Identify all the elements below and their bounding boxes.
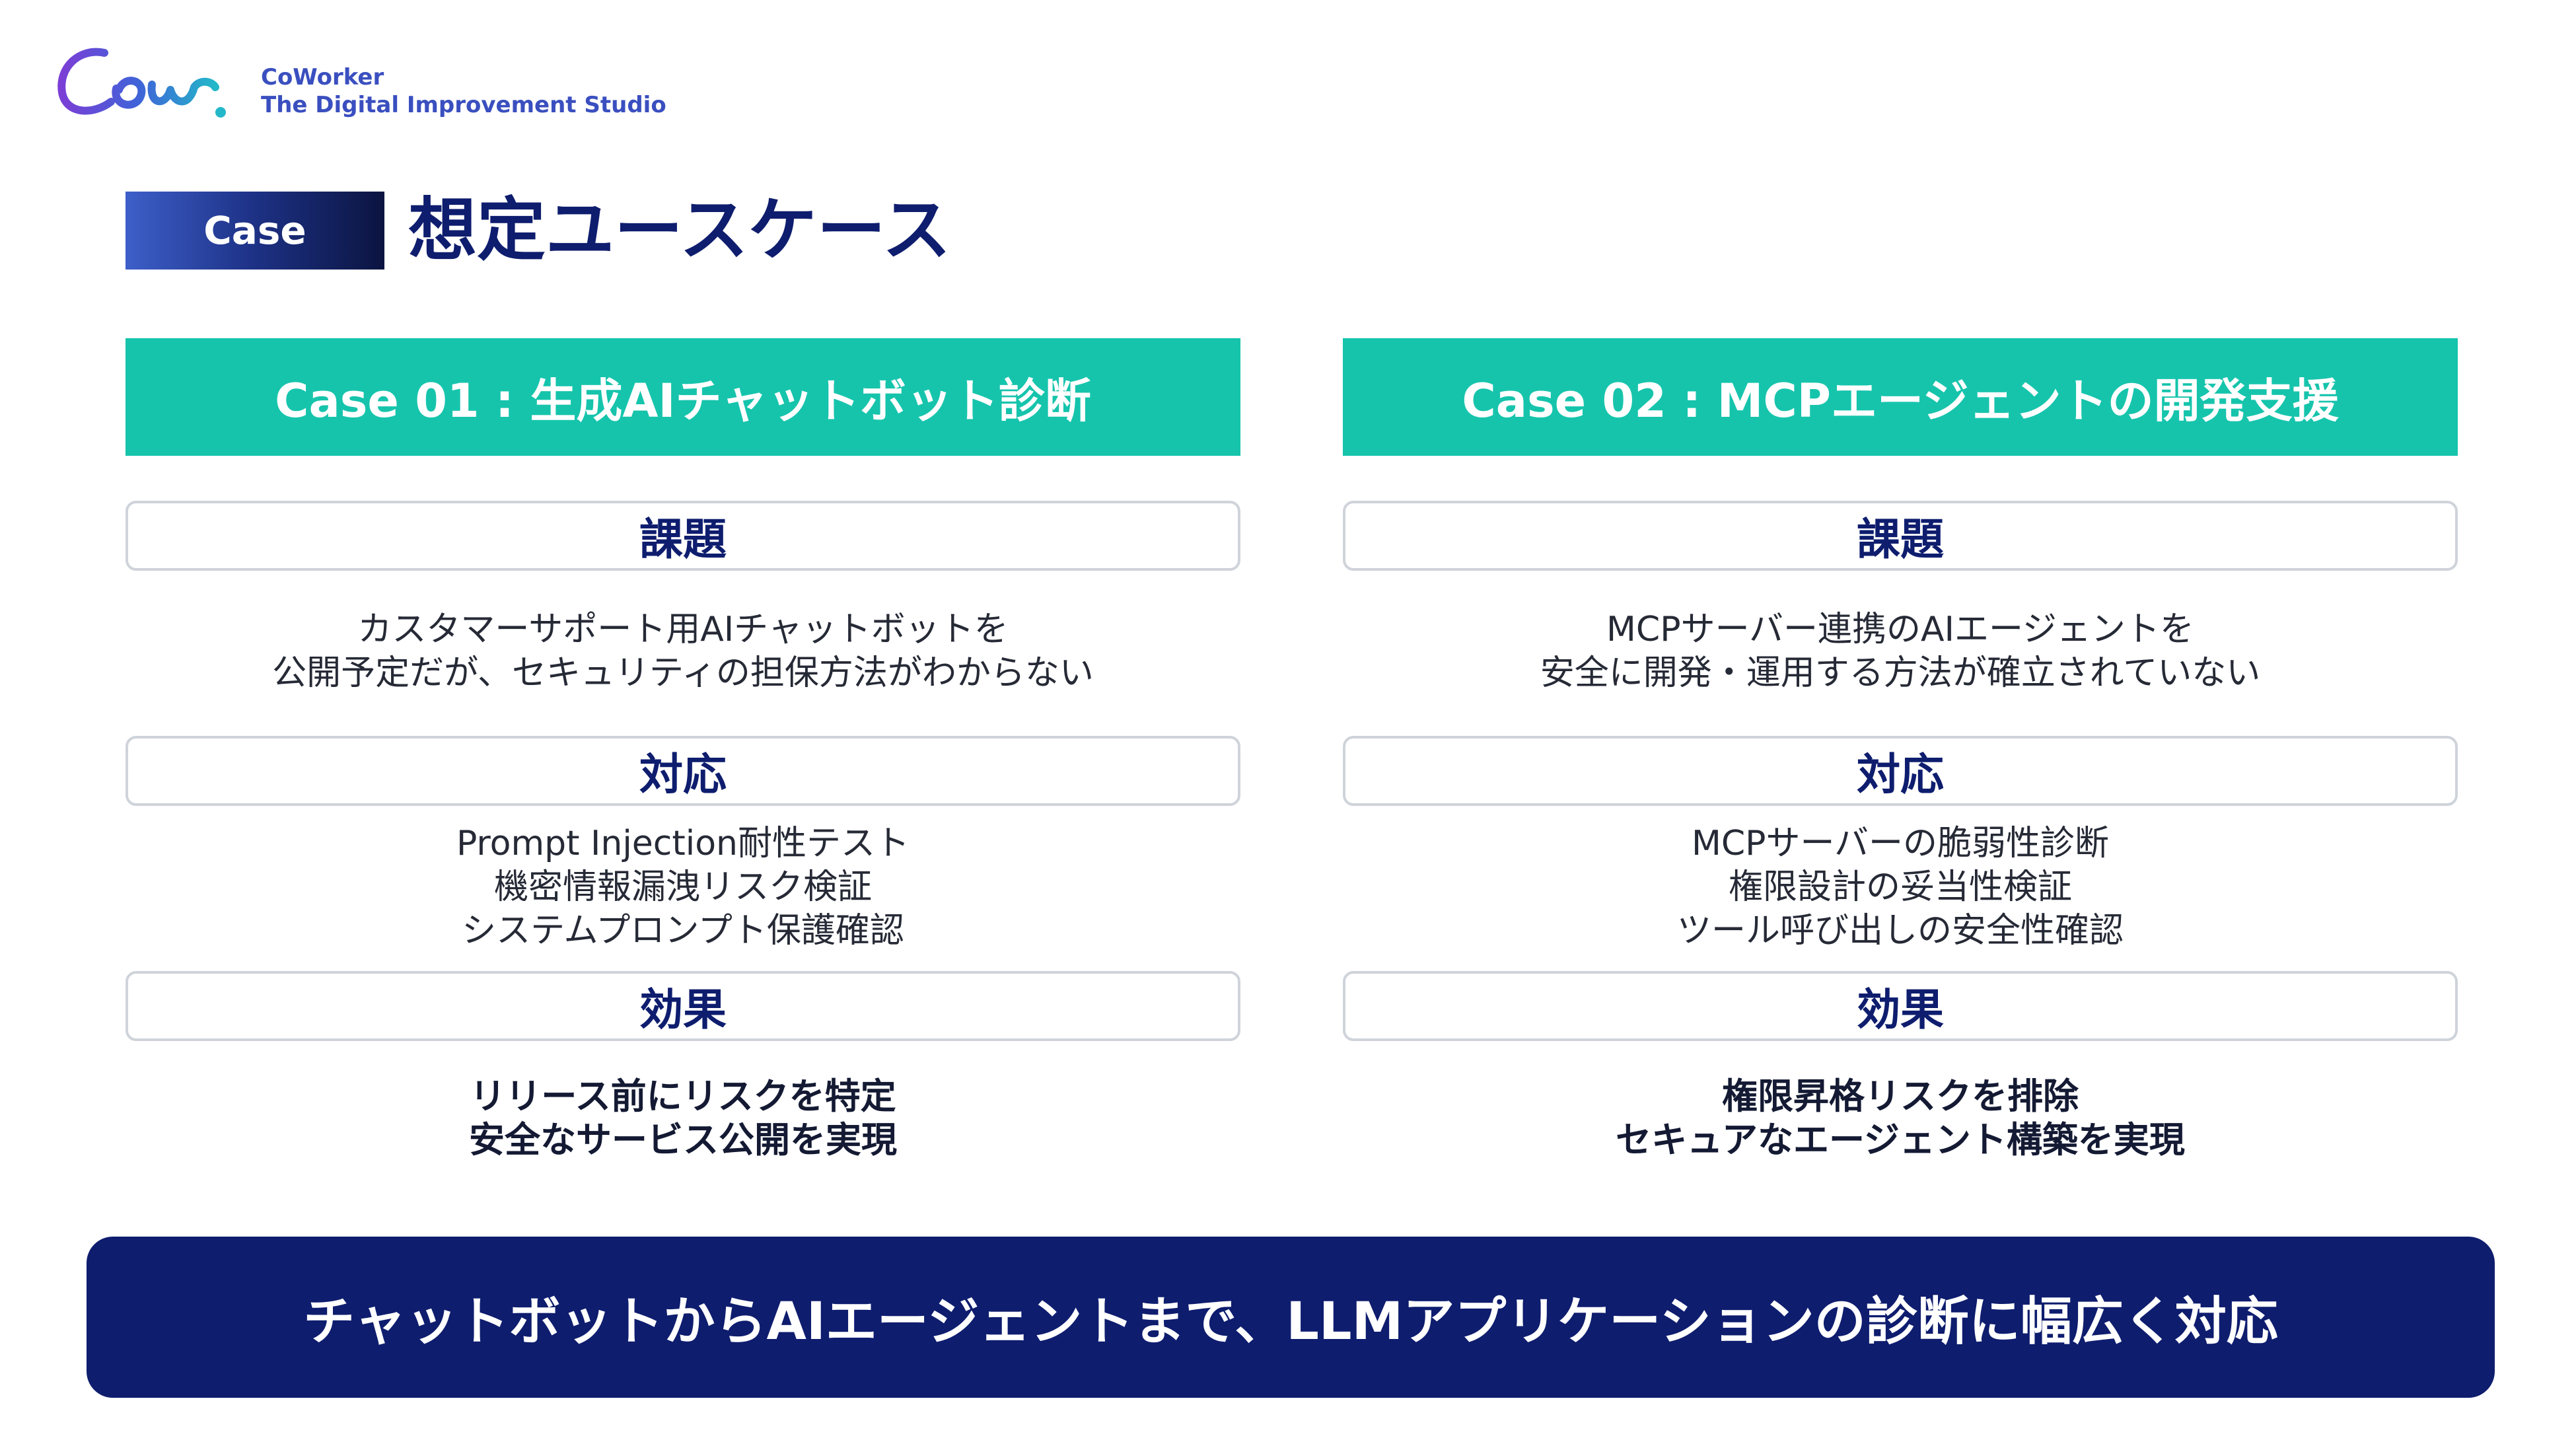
case-02-effect-text: 権限昇格リスクを排除 セキュアなエージェント構築を実現 xyxy=(1343,1075,2458,1162)
brand-text: CoWorker The Digital Improvement Studio xyxy=(261,63,666,119)
case-01-effect-text: リリース前にリスクを特定 安全なサービス公開を実現 xyxy=(125,1075,1240,1162)
case-02-issue-line: 安全に開発・運用する方法が確立されていない xyxy=(1540,653,2261,693)
case-01-issue-text: カスタマーサポート用AIチャットボットを 公開予定だが、セキュリティの担保方法が… xyxy=(125,608,1240,695)
summary-banner: チャットボットからAIエージェントまで、LLMアプリケーションの診断に幅広く対応 xyxy=(87,1237,2495,1398)
brand-tagline: The Digital Improvement Studio xyxy=(261,92,666,118)
case-01-action-line: Prompt Injection耐性テスト xyxy=(456,824,910,863)
case-02-header: Case 02 : MCPエージェントの開発支援 xyxy=(1343,338,2458,456)
case-01-issue-line: カスタマーサポート用AIチャットボットを xyxy=(357,610,1009,649)
case-02-issue-text: MCPサーバー連携のAIエージェントを 安全に開発・運用する方法が確立されていな… xyxy=(1343,608,2458,695)
case-01-action-label: 対応 xyxy=(125,736,1240,806)
case-02-effect-line: セキュアなエージェント構築を実現 xyxy=(1616,1119,2185,1161)
case-01-action-line: システムプロンプト保護確認 xyxy=(462,911,904,951)
case-01-effect-line: 安全なサービス公開を実現 xyxy=(469,1119,897,1161)
case-02-action-line: 権限設計の妥当性検証 xyxy=(1728,867,2072,907)
case-02-action-text: MCPサーバーの脆弱性診断 権限設計の妥当性検証 ツール呼び出しの安全性確認 xyxy=(1343,822,2458,953)
case-02-effect-label: 効果 xyxy=(1343,971,2458,1041)
case-01-issue-line: 公開予定だが、セキュリティの担保方法がわからない xyxy=(272,653,1094,693)
case-01-action-line: 機密情報漏洩リスク検証 xyxy=(493,867,872,907)
brand-logo xyxy=(53,41,251,127)
case-01-header: Case 01 : 生成AIチャットボット診断 xyxy=(125,338,1240,456)
case-02-action-label: 対応 xyxy=(1343,736,2458,806)
case-01-action-text: Prompt Injection耐性テスト 機密情報漏洩リスク検証 システムプロ… xyxy=(125,822,1240,953)
brand-name: CoWorker xyxy=(261,64,384,90)
case-02-issue-label: 課題 xyxy=(1343,501,2458,571)
coworker-logo-icon xyxy=(57,48,226,118)
case-02-effect-line: 権限昇格リスクを排除 xyxy=(1722,1075,2079,1117)
case-01-effect-line: リリース前にリスクを特定 xyxy=(470,1075,896,1117)
page-title: 想定ユースケース xyxy=(408,190,951,270)
case-02-action-line: MCPサーバーの脆弱性診断 xyxy=(1691,824,2109,863)
case-01-effect-label: 効果 xyxy=(125,971,1240,1041)
case-tag: Case xyxy=(125,192,384,270)
case-01-issue-label: 課題 xyxy=(125,501,1240,571)
case-02-action-line: ツール呼び出しの安全性確認 xyxy=(1676,911,2124,951)
case-02-issue-line: MCPサーバー連携のAIエージェントを xyxy=(1606,610,2194,649)
